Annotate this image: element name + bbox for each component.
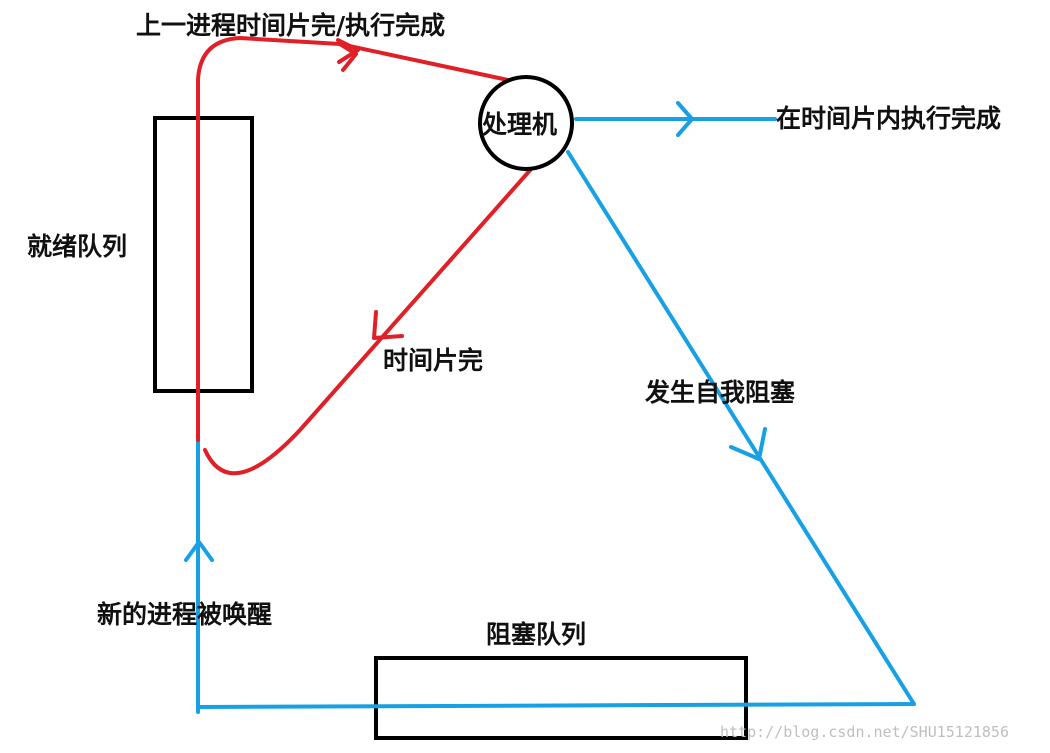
block-arrowhead xyxy=(729,427,767,461)
wake-up-label: 新的进程被唤醒 xyxy=(97,600,273,629)
red-paths xyxy=(196,36,534,476)
blocked-queue-label: 阻塞队列 xyxy=(486,620,587,649)
self-block-label: 发生自我阻塞 xyxy=(645,378,796,407)
blocked-queue-box xyxy=(374,656,748,740)
top-flow-label: 上一进程时间片完/执行完成 xyxy=(136,11,446,40)
blocked-bottom-line xyxy=(196,702,916,709)
time-slice-return-path xyxy=(203,166,534,476)
ready-to-processor-path xyxy=(196,36,510,442)
time-slice-done-label: 时间片完 xyxy=(383,346,484,375)
exit-label: 在时间片内执行完成 xyxy=(776,104,1002,133)
ready-queue-label: 就绪队列 xyxy=(27,232,128,261)
ready-queue-box xyxy=(153,116,254,393)
processor-circle xyxy=(478,75,574,171)
blue-paths xyxy=(184,101,916,714)
processor-label: 处理机 xyxy=(482,110,558,139)
time-slice-arrowhead xyxy=(372,310,404,340)
exit-arrowhead xyxy=(676,101,694,137)
wake-up-arrowhead xyxy=(184,540,214,562)
block-arrow-line xyxy=(566,150,916,706)
top-arrowhead-2 xyxy=(338,42,358,72)
top-arrowhead-1 xyxy=(336,38,360,64)
watermark: http://blog.csdn.net/SHU15121856 xyxy=(720,723,1009,741)
